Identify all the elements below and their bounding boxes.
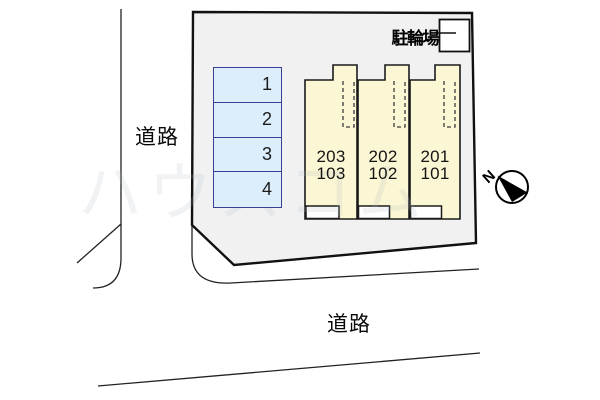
building-unit-label-1: 203 103 — [299, 147, 363, 183]
bicycle-parking-label: 駐輪場 — [391, 29, 440, 48]
building-unit-label-2: 202 102 — [351, 147, 415, 183]
compass-needle — [497, 175, 528, 202]
building-unit-3 — [409, 64, 461, 220]
stair-dashed-outline-3 — [443, 81, 456, 128]
unit-lower-number: 103 — [316, 163, 346, 183]
building-unit-label-3: 201 101 — [403, 147, 467, 183]
stair-dashed-outline-2 — [393, 81, 406, 128]
unit-upper-number: 202 — [368, 147, 398, 166]
parking-space-label: 1 — [261, 74, 272, 95]
building-unit-1 — [304, 64, 358, 220]
road-edge-bottom-lower — [97, 352, 481, 387]
building-unit-2 — [357, 64, 410, 220]
stair-dashed-outline-1 — [342, 81, 355, 128]
parking-space-label: 3 — [261, 143, 272, 164]
road-label-bottom: 道路 — [327, 313, 371, 336]
road-edge-left — [92, 9, 122, 289]
parking-area: 1 2 3 4 — [213, 67, 282, 208]
unit-lower-number: 102 — [368, 163, 398, 183]
parking-space-label: 4 — [261, 179, 272, 200]
parking-space-2: 2 — [214, 103, 281, 138]
parking-space-label: 2 — [261, 109, 272, 130]
road-edge-bottom-upper — [191, 226, 480, 284]
parking-space-4: 4 — [214, 172, 281, 207]
unit-upper-number: 201 — [420, 147, 450, 166]
entrance-porch-3 — [409, 205, 443, 220]
bicycle-parking-box — [438, 18, 471, 53]
entrance-porch-1 — [305, 205, 340, 220]
parking-space-1: 1 — [214, 68, 281, 103]
entrance-porch-2 — [357, 205, 391, 220]
compass: N — [479, 167, 529, 204]
road-edge-left-branch — [76, 223, 122, 264]
unit-upper-number: 203 — [316, 147, 346, 166]
road-label-left: 道路 — [135, 126, 179, 149]
parking-space-3: 3 — [214, 138, 281, 173]
unit-lower-number: 101 — [420, 163, 450, 183]
